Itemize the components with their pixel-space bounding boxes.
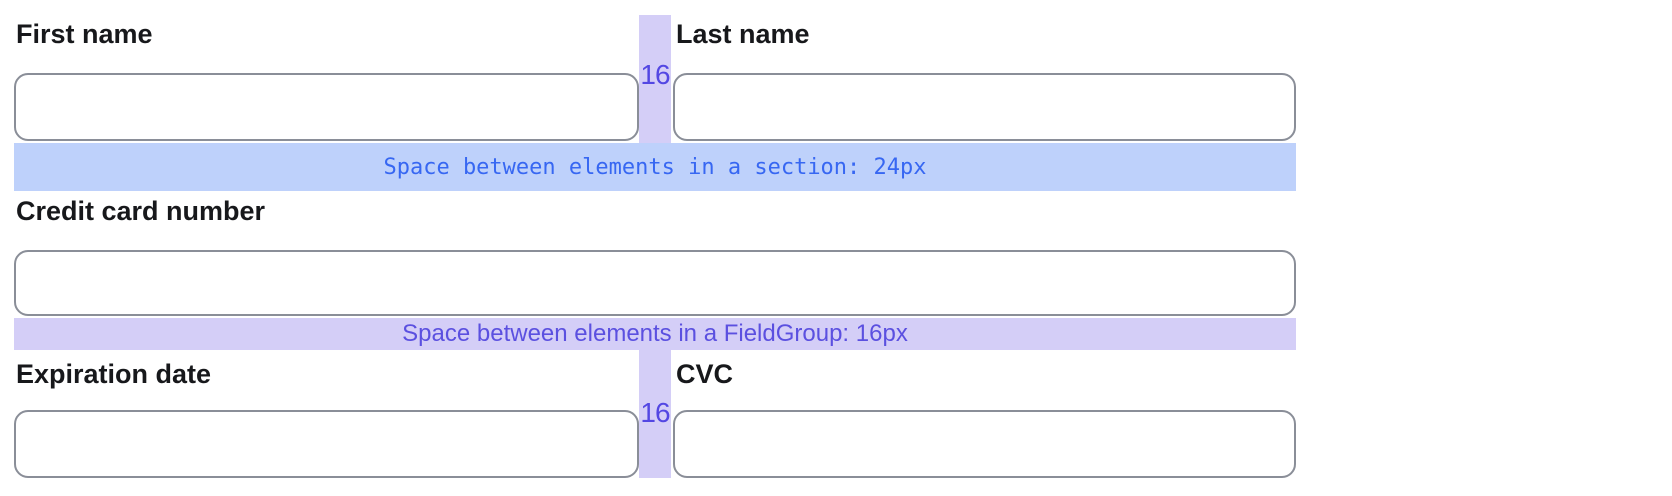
section-gap-band: Space between elements in a section: 24p… [14, 143, 1296, 191]
fieldgroup-gap-band: Space between elements in a FieldGroup: … [14, 318, 1296, 350]
card-number-label: Credit card number [16, 196, 266, 226]
column-gap-size-label-top: 16 [640, 59, 670, 90]
column-gap-highlight-bottom [639, 350, 671, 478]
column-gap-size-label-bottom: 16 [640, 397, 670, 428]
cvc-input[interactable] [673, 410, 1296, 478]
expiration-date-input[interactable] [14, 410, 639, 478]
cvc-label: CVC [676, 359, 734, 389]
first-name-label: First name [16, 19, 153, 49]
first-name-input[interactable] [14, 73, 639, 141]
last-name-input[interactable] [673, 73, 1296, 141]
column-gap-highlight-top [639, 15, 671, 143]
expiration-date-label: Expiration date [16, 359, 212, 389]
last-name-label: Last name [676, 19, 810, 49]
fieldgroup-gap-text: Space between elements in a FieldGroup: … [402, 320, 908, 347]
section-gap-text: Space between elements in a section: 24p… [383, 154, 927, 180]
card-number-input[interactable] [14, 250, 1296, 316]
